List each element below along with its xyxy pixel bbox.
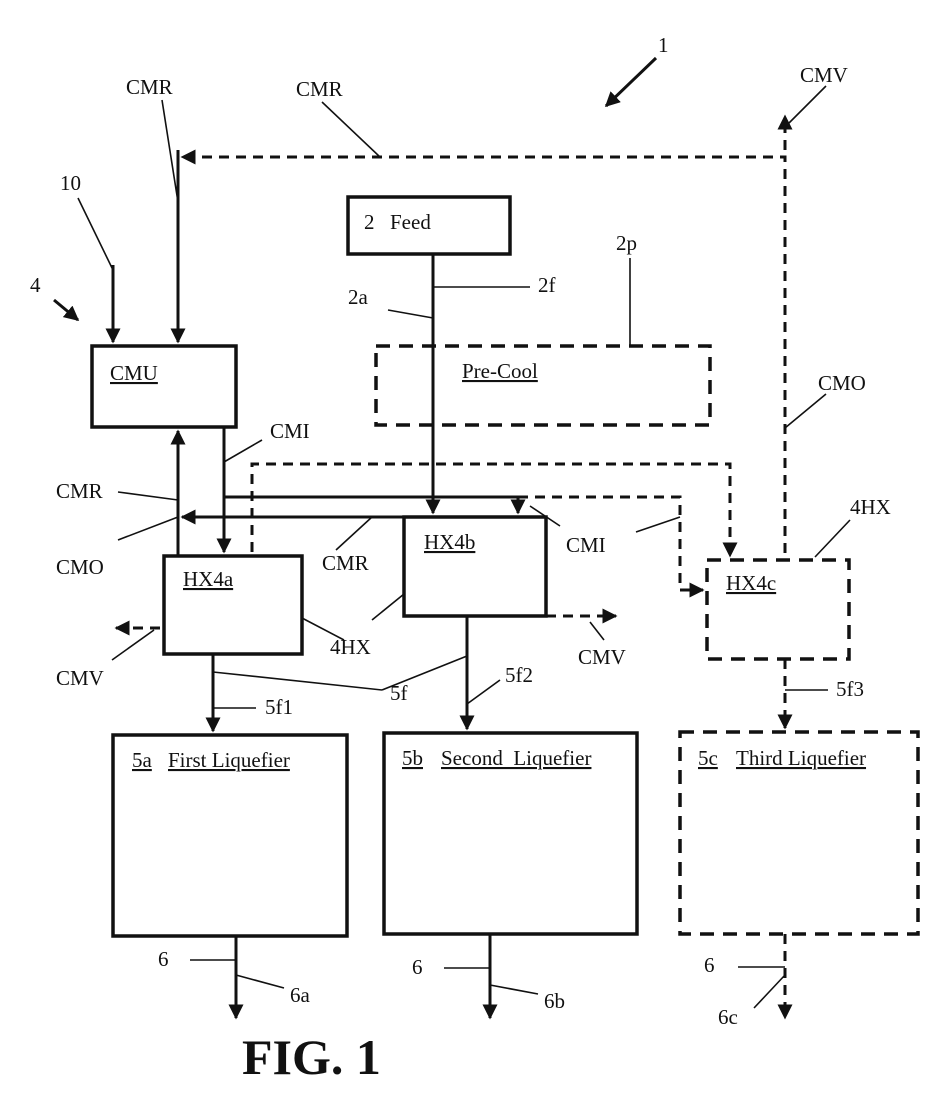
leader-cmi-right-b [636,517,680,532]
leader-cmv-top [786,86,826,126]
cmr-top-label: CMR [296,77,343,101]
cmi-right-label: CMI [566,533,606,557]
cmv-top-label: CMV [800,63,848,87]
leader-cmr-mid [118,492,178,500]
feed-label: Feed [390,210,431,234]
cmv-left-label: CMV [56,666,104,690]
leader-cmr-lower [336,517,372,550]
ref-5f-label: 5f [390,681,408,705]
liquefier-b-label: Second Liquefier [441,746,591,770]
ref-5f1-label: 5f1 [265,695,293,719]
ref-6-c-label: 6 [704,953,715,977]
cmi-header-line [224,497,518,513]
cmr-mid-label: CMR [56,479,103,503]
cmr-lower-label: CMR [322,551,369,575]
ref-6a-label: 6a [290,983,311,1007]
cmo-right-label: CMO [818,371,866,395]
leader-10 [78,198,113,270]
feed-id: 2 [364,210,375,234]
leader-cmo-right [785,394,826,428]
4hx-right-label: 4HX [850,495,891,519]
precool-box [376,346,710,425]
ref-6c-label: 6c [718,1005,738,1029]
hx4c-label: HX4c [726,571,776,595]
ref-6-a-label: 6 [158,947,169,971]
leader-cmr-left [162,100,178,202]
figure-title: FIG. 1 [242,1029,381,1085]
liquefier-a-label: First Liquefier [168,748,290,772]
leader-cmv-mid [590,622,604,640]
leader-6c-right [754,975,785,1008]
liquefier-a-id: 5a [132,748,153,772]
ref-2a-label: 2a [348,285,369,309]
ref-5f2-label: 5f2 [505,663,533,687]
system-label: 1 [658,33,669,57]
cmr-left-label: CMR [126,75,173,99]
liquefier-c-label: Third Liquefier [736,746,866,770]
liquefier-b-id: 5b [402,746,423,770]
leader-4 [54,300,78,320]
leader-cmi-left [224,440,262,462]
leader-4hx-mid-a [372,594,404,620]
leader-cmv-left [112,630,154,660]
hx4b-label: HX4b [424,530,475,554]
cmi-left-label: CMI [270,419,310,443]
ref-10-label: 10 [60,171,81,195]
leader-2a [388,310,433,318]
subsystem-label: 4 [30,273,41,297]
ref-5f3-label: 5f3 [836,677,864,701]
ref-6-b-label: 6 [412,955,423,979]
leader-system-1 [606,58,656,106]
leader-6a-right [236,975,284,988]
4hx-mid-label: 4HX [330,635,371,659]
liquefier-c-id: 5c [698,746,718,770]
cmv-mid-label: CMV [578,645,626,669]
ref-2f-label: 2f [538,273,556,297]
ref-2p-label: 2p [616,231,637,255]
cmu-label: CMU [110,361,158,385]
precool-label: Pre-Cool [462,359,538,383]
leader-6b-right [490,985,538,994]
hx4a-label: HX4a [183,567,234,591]
leader-cmr-top [322,102,380,157]
leader-cmo-left [118,517,178,540]
cmo-left-label: CMO [56,555,104,579]
leader-5f2 [467,680,500,704]
ref-6b-label: 6b [544,989,565,1013]
cmu-box [92,346,236,427]
leader-5f [213,672,382,690]
leader-4hx-right [815,520,850,557]
